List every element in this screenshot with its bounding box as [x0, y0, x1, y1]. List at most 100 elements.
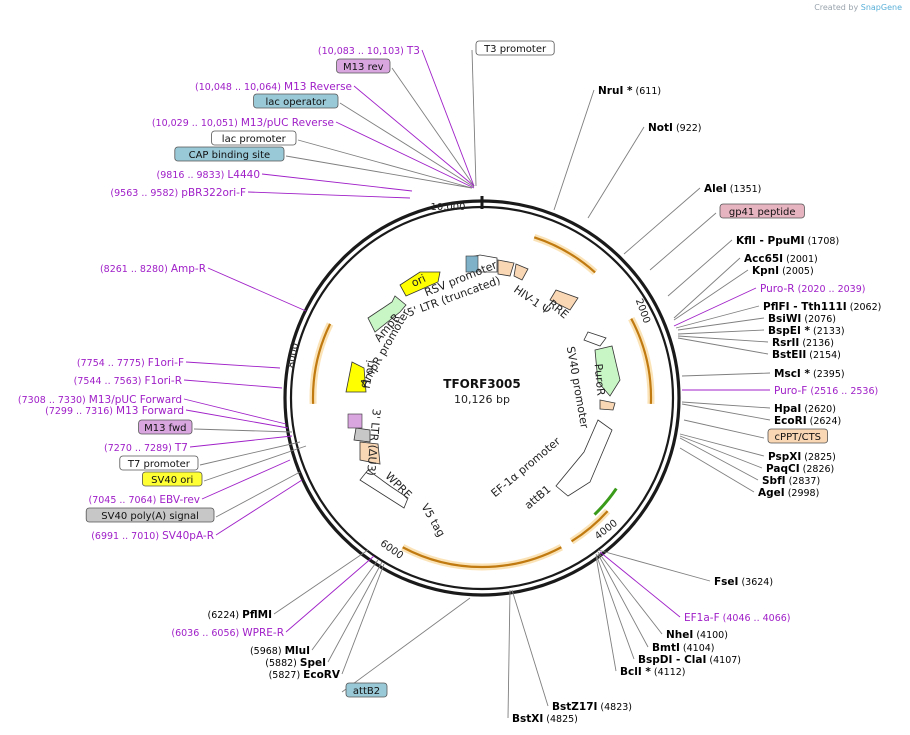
- label-text: (9563 .. 9582) pBR322ori-F: [110, 187, 246, 199]
- label-ecorv: (5827) EcoRV: [269, 563, 385, 681]
- feature-label-ef-1-promoter: EF-1α promoter: [489, 434, 564, 500]
- label-t7-promoter: T7 promoter: [119, 441, 301, 471]
- feature-box-text: M13 fwd: [144, 423, 186, 434]
- feature-arc: [570, 510, 609, 543]
- label-text: (8261 .. 8280) Amp-R: [100, 263, 206, 275]
- leader-line: [247, 191, 411, 199]
- lac-operator-feature: [465, 255, 479, 273]
- label-bsteii: BstEII (2154): [677, 337, 841, 361]
- feature-label-f1-ori: f1 ori: [360, 359, 378, 390]
- leader-line: [341, 597, 471, 693]
- label-text: (7045 .. 7064) EBV-rev: [88, 494, 200, 506]
- feature-label-sv40-promoter: SV40 promoter: [564, 345, 591, 430]
- hiv-psi-feature: [513, 263, 529, 281]
- label-nrui: NruI * (611): [553, 85, 661, 211]
- leader-line: [681, 401, 771, 409]
- label-text: (5882) SpeI: [265, 657, 326, 669]
- leader-line: [183, 379, 283, 389]
- label-text: EcoRI (2624): [774, 415, 841, 427]
- label-puro-f: Puro-F (2516 .. 2536): [682, 385, 878, 397]
- label-t3-promoter: T3 promoter: [471, 40, 555, 187]
- leader-line: [677, 329, 765, 335]
- label-text: (6224) PflMI: [208, 609, 272, 621]
- label-text: FseI (3624): [714, 576, 773, 588]
- label-bstz17i: BstZ17I (4823): [511, 589, 632, 713]
- label-noti: NotI (922): [587, 122, 702, 219]
- label-bspei: BspEI * (2133): [677, 325, 845, 337]
- tick-label-6000: 6000: [378, 538, 405, 562]
- label-text: (7308 .. 7330) M13/pUC Forward: [18, 394, 182, 406]
- label-text: Puro-R (2020 .. 2039): [760, 283, 865, 295]
- feature-box-text: lac promoter: [222, 134, 287, 145]
- plasmid-name: TFORF3005: [443, 377, 520, 391]
- leader-line: [189, 435, 293, 448]
- label-hpai: HpaI (2620): [681, 401, 836, 415]
- leader-line: [353, 85, 475, 187]
- ltr3-feature: [359, 441, 381, 465]
- sv40pa-feature: [353, 427, 371, 443]
- label-lac-operator: lac operator: [253, 93, 475, 188]
- snapgene-watermark: Created by SnapGene: [814, 3, 902, 12]
- feature-arc-halo: [533, 233, 598, 276]
- label-text: (7544 .. 7563) F1ori-R: [74, 375, 182, 387]
- leader-line: [675, 305, 760, 329]
- leader-line: [597, 553, 649, 648]
- label-text: SbfI (2837): [762, 475, 820, 487]
- label-sv40-poly-a-signal: SV40 poly(A) signal: [85, 471, 301, 523]
- leader-line: [677, 335, 769, 343]
- label-text: AgeI (2998): [758, 487, 819, 499]
- feature-arc: [311, 323, 332, 404]
- label-text: Puro-F (2516 .. 2536): [774, 385, 878, 397]
- label-text: BmtI (4104): [652, 642, 714, 654]
- plasmid-size: 10,126 bp: [454, 393, 510, 406]
- label-text: BsiWI (2076): [768, 313, 836, 325]
- label-text: BstZ17I (4823): [552, 701, 632, 713]
- label-text: RsrII (2136): [772, 337, 834, 349]
- label-sbfi: SbfI (2837): [679, 437, 820, 487]
- label-text: Acc65I (2001): [744, 253, 818, 265]
- leader-line: [215, 479, 303, 536]
- label-ebv-rev: (7045 .. 7064) EBV-rev: [88, 459, 291, 506]
- label-f1ori-f: (7754 .. 7775) F1ori-F: [77, 357, 281, 369]
- feature-label-hiv-1: HIV-1 Ψ: [511, 283, 553, 318]
- feature-label-puror: PuroR: [592, 363, 608, 396]
- label-m13-rev: M13 rev: [336, 58, 475, 187]
- label-text: BspDI - ClaI (4107): [638, 654, 741, 666]
- leader-line: [681, 372, 771, 377]
- label-sv40-ori: SV40 ori: [141, 445, 307, 487]
- leader-line: [587, 126, 645, 219]
- tick-label-10-000: 10,000: [431, 202, 466, 213]
- label-text: NotI (922): [648, 122, 702, 134]
- leader-line: [273, 549, 369, 615]
- leader-line: [683, 419, 765, 439]
- cppt-feature: [599, 399, 616, 411]
- label-text: KflI - PpuMI (1708): [736, 235, 839, 247]
- leader-line: [285, 155, 473, 189]
- leader-line: [261, 173, 413, 192]
- label-text: (6036 .. 6056) WPRE-R: [171, 627, 284, 639]
- leader-line: [203, 445, 307, 482]
- feature-box: [174, 146, 285, 162]
- leader-line: [471, 49, 477, 187]
- feature-box-text: lac operator: [266, 97, 327, 108]
- feature-box-text: SV40 poly(A) signal: [101, 511, 199, 522]
- puro-arc: [593, 487, 618, 516]
- label-text: PaqCI (2826): [766, 463, 834, 475]
- label-bspdi: BspDI - ClaI (4107): [595, 553, 741, 666]
- feature-label-3-ltr-u3: 3' LTR (ΔU3): [364, 408, 383, 476]
- label-fsei: FseI (3624): [597, 549, 773, 588]
- feature-box-text: T3 promoter: [483, 44, 547, 55]
- leader-line: [215, 471, 301, 518]
- feature-box: [719, 203, 805, 219]
- label-cppt-cts: cPPT/CTS: [683, 419, 828, 444]
- label-pflfi: PflFI - Tth111I (2062): [675, 301, 881, 329]
- ori-feature: [399, 271, 441, 297]
- label-pspxi: PspXI (2825): [679, 433, 836, 463]
- feature-arc: [533, 236, 596, 274]
- leader-line: [679, 437, 759, 481]
- leader-line: [185, 409, 289, 429]
- leader-line: [311, 559, 379, 651]
- leader-line: [511, 589, 549, 707]
- leader-line: [201, 459, 291, 500]
